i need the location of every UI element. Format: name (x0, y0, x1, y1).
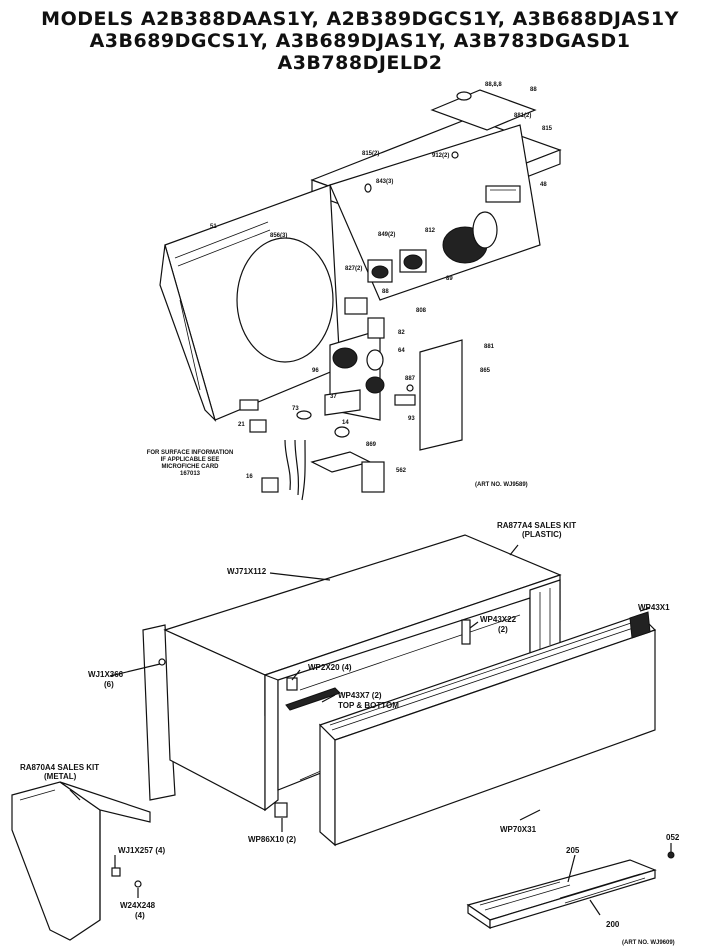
label-14: 14 (342, 420, 349, 426)
small-parts (239, 151, 459, 501)
label-wp43x1: WP43X1 (638, 603, 670, 612)
label-64: 64 (398, 348, 405, 354)
label-82: 82 (398, 330, 405, 336)
label-887: 887 (405, 376, 416, 382)
label-881-2: 881(2) (514, 113, 531, 119)
label-912-2: 912(2) (432, 153, 449, 159)
label-ra877a4-kit: RA877A4 SALES KIT (497, 521, 576, 530)
label-top-bottom: TOP & BOTTOM (338, 701, 399, 710)
fan-motor-assembly (367, 185, 521, 283)
note-line-2: IF APPLICABLE SEE (161, 457, 220, 463)
label-wj71x112: WJ71X112 (227, 567, 267, 576)
label-96: 96 (312, 368, 319, 374)
label-815-2: 815(2) (362, 151, 379, 157)
label-w24x248: W24X248 (120, 901, 156, 910)
note-line-1: FOR SURFACE INFORMATION (147, 450, 234, 456)
label-wp43x22-qty: (2) (498, 625, 508, 634)
label-wp70x31: WP70X31 (500, 825, 537, 834)
partition-panel (159, 184, 341, 423)
upper-part-labels: 88,8,8 88 881(2) 815 815(2) 912(2) 843(3… (210, 82, 553, 480)
label-wj1x257: WJ1X257 (4) (118, 846, 165, 855)
label-wp86x10: WP86X10 (2) (248, 835, 296, 844)
label-ra870a4-kit: RA870A4 SALES KIT (20, 763, 99, 772)
label-metal: (METAL) (44, 772, 77, 781)
label-wp43x22: WP43X22 (480, 615, 517, 624)
control-box (324, 297, 385, 421)
note-line-3: MICROFICHE CARD (162, 464, 220, 470)
note-line-4: 167013 (180, 471, 201, 477)
label-plastic: (PLASTIC) (522, 530, 562, 539)
label-wp43x7: WP43X7 (2) (338, 691, 382, 700)
lower-part-labels: RA877A4 SALES KIT (PLASTIC) WJ71X112 WP4… (20, 521, 680, 946)
metal-sales-kit-part (11, 781, 151, 941)
label-89: 89 (446, 276, 453, 282)
label-88b: 88 (382, 289, 389, 295)
microfiche-note: FOR SURFACE INFORMATION IF APPLICABLE SE… (147, 450, 234, 477)
rear-panel (329, 124, 541, 301)
front-grille (318, 614, 657, 847)
label-21: 21 (238, 422, 245, 428)
label-205: 205 (566, 846, 580, 855)
label-88: 88 (530, 87, 537, 93)
side-cover (419, 339, 463, 451)
label-812: 812 (425, 228, 436, 234)
art-number-lower: (ART NO. WJ9609) (622, 940, 675, 946)
top-bracket-plate (430, 89, 537, 131)
models-title-line-1: MODELS A2B388DAAS1Y, A2B389DGCS1Y, A3B68… (41, 8, 679, 30)
label-843-3: 843(3) (376, 179, 393, 185)
label-827-2: 827(2) (345, 266, 362, 272)
art-number-upper: (ART NO. WJ9589) (475, 482, 528, 488)
screws (111, 658, 675, 888)
label-881: 881 (484, 344, 495, 350)
label-200: 200 (606, 920, 620, 929)
label-856-3: 856(3) (270, 233, 287, 239)
label-865: 865 (480, 368, 491, 374)
models-title-line-3: A3B788DJELD2 (277, 52, 443, 74)
label-48: 48 (540, 182, 547, 188)
label-51: 51 (210, 224, 217, 230)
label-wj1x366: WJ1X366 (88, 670, 124, 679)
label-849-2: 849(2) (378, 232, 395, 238)
label-wp2x20: WP2X20 (4) (308, 663, 352, 672)
label-562: 562 (396, 468, 407, 474)
label-052: 052 (666, 833, 680, 842)
label-w24x248-qty: (4) (135, 911, 145, 920)
label-815: 815 (542, 126, 553, 132)
label-37: 37 (330, 394, 337, 400)
base-pan (466, 859, 657, 930)
models-title-line-2: A3B689DGCS1Y, A3B689DJAS1Y, A3B783DGASD1 (89, 30, 631, 52)
top-trim-strip (285, 611, 651, 711)
label-16: 16 (246, 474, 253, 480)
label-808: 808 (416, 308, 427, 314)
label-88-8-8: 88,8,8 (485, 82, 502, 88)
label-wj1x366-qty: (6) (104, 680, 114, 689)
label-869: 869 (366, 442, 377, 448)
label-73: 73 (292, 406, 299, 412)
leader-lines (69, 544, 672, 916)
label-93: 93 (408, 416, 415, 422)
